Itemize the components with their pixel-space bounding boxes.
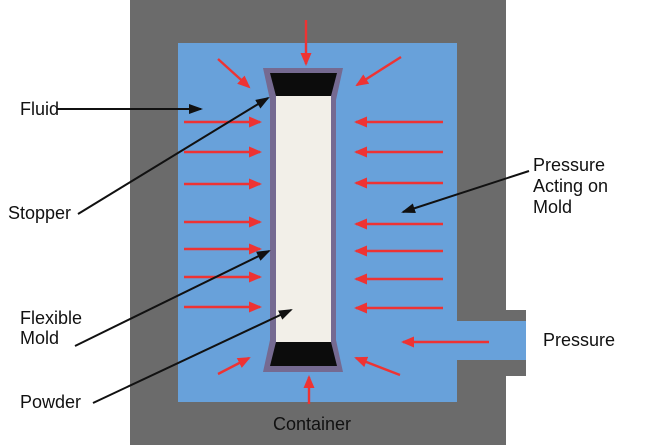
pressure-acting-on-mold-label: Pressure Acting on Mold (533, 155, 609, 217)
stopper-label: Stopper (8, 203, 72, 223)
label-pointer-arrow (74, 250, 271, 347)
fluid-label: Fluid (20, 99, 60, 119)
bottom-stopper (270, 342, 337, 366)
arrow-layer (57, 20, 530, 404)
label-pointer-arrow (77, 96, 270, 215)
label-pointer-arrow (92, 309, 293, 404)
powder-label: Powder (20, 392, 82, 412)
pressure-arrow (217, 58, 251, 89)
top-stopper (270, 73, 337, 96)
pressure-arrow (354, 356, 401, 377)
powder-region (276, 96, 331, 342)
pressure-arrow (217, 356, 251, 376)
label-pointer-arrow (401, 170, 530, 214)
pressure-arrow (355, 55, 402, 87)
pressure-label: Pressure (543, 330, 616, 350)
container-label: Container (273, 414, 352, 434)
pressure-inlet-channel (457, 321, 526, 360)
flexible-mold-label: Flexible Mold (20, 308, 83, 348)
